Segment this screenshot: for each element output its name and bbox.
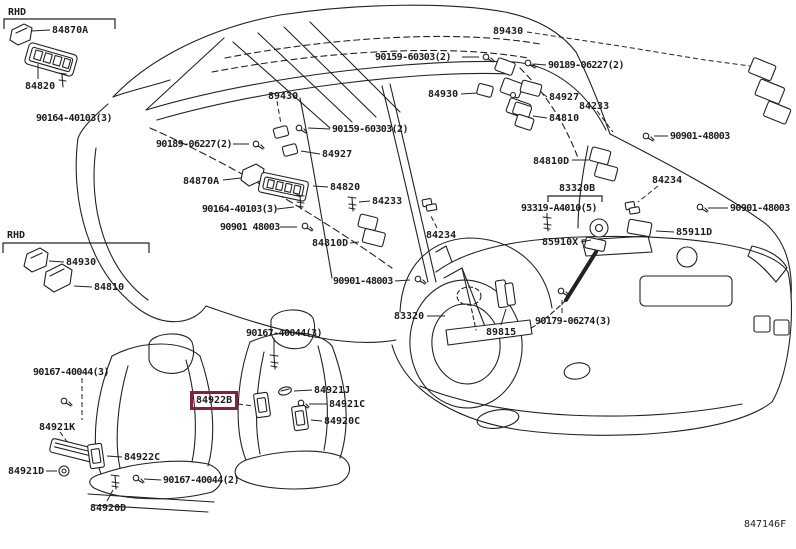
part-label[interactable]: 83320 — [394, 311, 425, 322]
part-84820-switch-panel — [24, 42, 78, 77]
part-label[interactable]: 85911D — [676, 227, 713, 238]
part-label[interactable]: 84820 — [25, 81, 56, 92]
rhd-group-top-left — [3, 18, 116, 29]
part-drawings — [9, 23, 792, 463]
rhd-marker: RHD — [8, 7, 27, 18]
group-83320B — [547, 195, 603, 202]
part-label[interactable]: 90167-40044(2) — [163, 475, 239, 486]
part-label[interactable]: 84920D — [90, 503, 127, 514]
part-label[interactable]: 89430 — [268, 91, 299, 102]
part-84820-2 — [257, 172, 309, 202]
part-label[interactable]: 90164-40103(3) — [202, 204, 278, 215]
part-label[interactable]: 84234 — [652, 175, 683, 186]
part-label[interactable]: 84233 — [579, 101, 610, 112]
part-84930-connector — [23, 247, 49, 273]
part-screw-90164 — [57, 72, 67, 88]
part-label-highlighted[interactable]: 84922B — [190, 391, 239, 410]
part-label[interactable]: 84820 — [330, 182, 361, 193]
part-label[interactable]: 90901-48003 — [730, 203, 790, 214]
part-label[interactable]: 90189-06227(2) — [156, 139, 232, 150]
part-label[interactable]: 90159-60303(2) — [375, 52, 451, 63]
part-label[interactable]: 84810D — [533, 156, 570, 167]
part-label[interactable]: 90901-48003 — [333, 276, 393, 287]
part-label[interactable]: 83320B — [559, 183, 596, 194]
part-label[interactable]: 93319-A4010(5) — [521, 203, 597, 214]
part-label[interactable]: 84921K — [39, 422, 76, 433]
part-label[interactable]: 84930 — [428, 89, 459, 100]
part-label[interactable]: 84927 — [549, 92, 580, 103]
part-label[interactable]: 84930 — [66, 257, 97, 268]
part-label[interactable]: 84870A — [52, 25, 89, 36]
part-label[interactable]: 84921J — [314, 385, 351, 396]
part-84810-connector — [43, 263, 73, 293]
part-label[interactable]: 84920C — [324, 416, 361, 427]
part-label[interactable]: 90164-40103(3) — [36, 113, 112, 124]
part-label[interactable]: 90901-48003 — [670, 131, 730, 142]
part-label[interactable]: 84927 — [322, 149, 353, 160]
part-label[interactable]: 90167-40044(3) — [246, 328, 322, 339]
leader-lines — [30, 29, 751, 502]
part-label[interactable]: 89815 — [486, 327, 517, 338]
part-label[interactable]: 84810D — [312, 238, 349, 249]
part-label[interactable]: 84870A — [183, 176, 220, 187]
diagram-code: 847146F — [744, 519, 787, 530]
part-label[interactable]: 85910X — [542, 237, 579, 248]
trunk-emblem — [676, 246, 698, 268]
fastener-glyphs — [58, 53, 709, 490]
part-label[interactable]: 84921D — [8, 466, 45, 477]
part-label[interactable]: 90159-60303(2) — [332, 124, 408, 135]
rhd-marker: RHD — [7, 230, 26, 241]
part-label[interactable]: 84810 — [94, 282, 125, 293]
part-label[interactable]: 84234 — [426, 230, 457, 241]
part-label[interactable]: 90901 48003 — [220, 222, 280, 233]
car-outline — [75, 4, 792, 436]
group-brackets — [2, 18, 603, 253]
part-label[interactable]: 84810 — [549, 113, 580, 124]
part-label[interactable]: 89430 — [493, 26, 524, 37]
part-label[interactable]: 90179-06274(3) — [535, 316, 611, 327]
part-label[interactable]: 84922C — [124, 452, 161, 463]
part-label[interactable]: 84921C — [329, 399, 366, 410]
part-label[interactable]: 90189-06227(2) — [548, 60, 624, 71]
rhd-group-mid-left — [2, 242, 150, 253]
part-label[interactable]: 90167-40044(3) — [33, 367, 109, 378]
part-label[interactable]: 84233 — [372, 196, 403, 207]
license-plate-recess — [639, 275, 733, 307]
part-84870A-connector — [9, 23, 33, 46]
part-84921K-switch — [49, 438, 96, 463]
